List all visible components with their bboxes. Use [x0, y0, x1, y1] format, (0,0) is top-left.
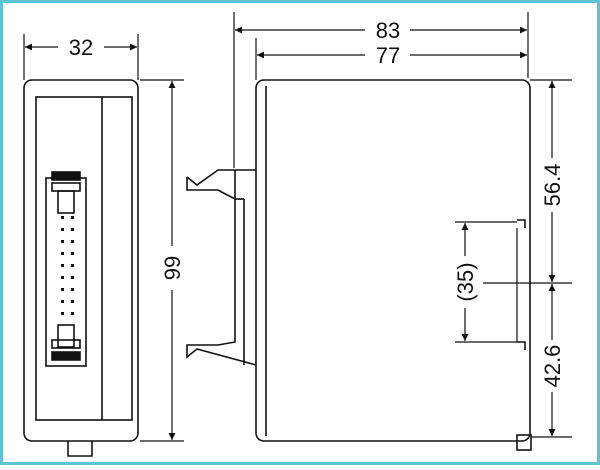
side-latch: [516, 434, 532, 451]
ribbon-connector: [45, 171, 87, 367]
upper-offset-label: 56.4: [540, 164, 565, 207]
front-housing: [23, 79, 139, 442]
lower-offset-dimension: [531, 284, 572, 438]
din-release-clip: [67, 441, 93, 457]
din-rail-bracket: [186, 169, 257, 366]
body-depth-dimension: [255, 38, 527, 80]
overall-depth-dimension: [233, 12, 529, 168]
lower-offset-label: 42.6: [540, 345, 565, 388]
upper-offset-dimension: [483, 79, 572, 284]
overall-depth-label: 83: [376, 18, 400, 43]
side-housing: [255, 79, 531, 442]
rail-marker-top: [517, 219, 526, 228]
front-face-panel: [35, 96, 133, 421]
rail-width-label: (35): [453, 262, 478, 301]
rail-width-dimension: [455, 221, 517, 343]
front-width-dimension: [23, 34, 139, 80]
front-width-label: 32: [69, 35, 93, 60]
front-height-label: 99: [160, 256, 185, 280]
connector-pins: [61, 216, 74, 315]
front-height-dimension: [140, 79, 184, 442]
side-view: [186, 79, 532, 451]
body-depth-label: 77: [376, 43, 400, 68]
front-view: [23, 79, 139, 457]
rail-marker-bottom: [517, 341, 526, 350]
